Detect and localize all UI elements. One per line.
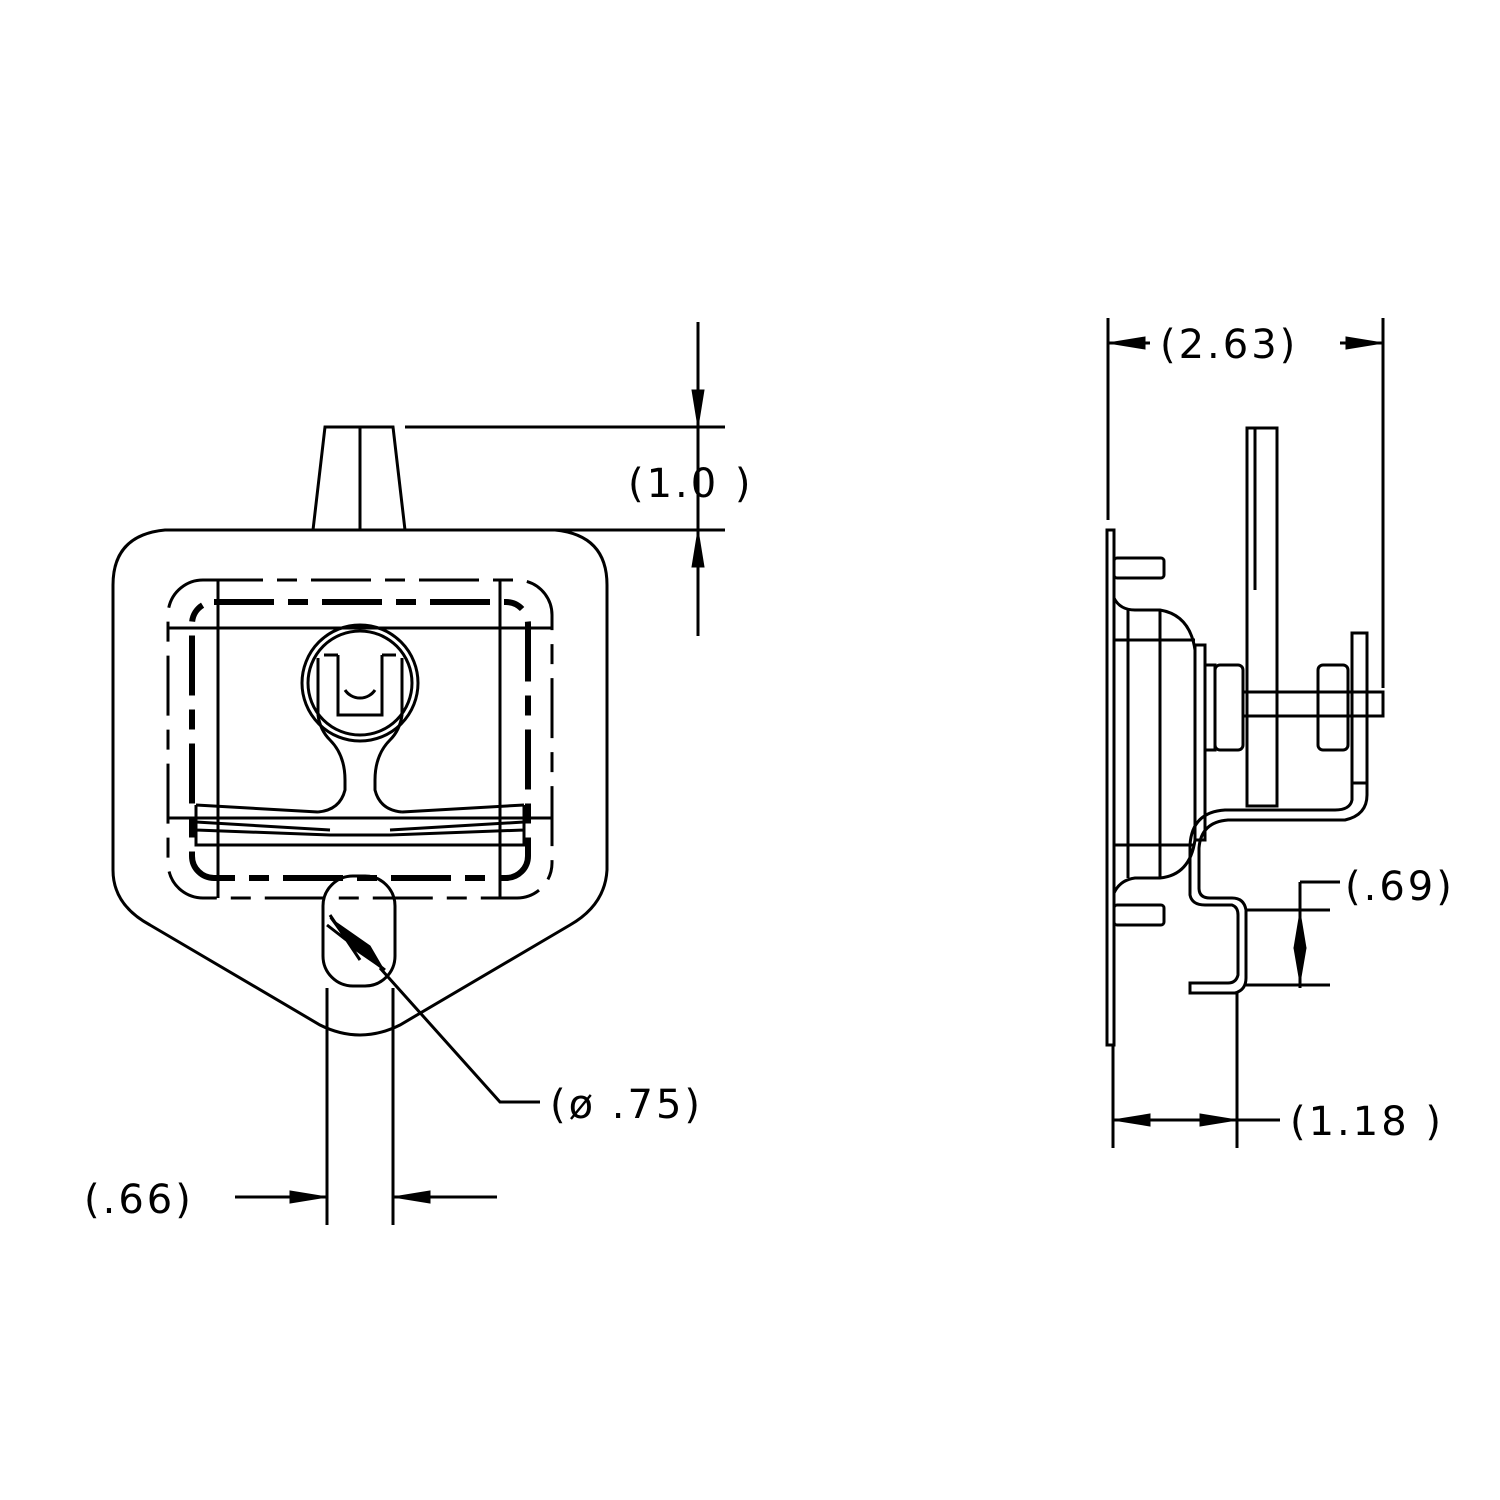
stem xyxy=(311,425,407,531)
housing-lines xyxy=(1114,610,1195,878)
cam-plate xyxy=(1245,426,1279,808)
recess-lines xyxy=(168,580,552,898)
arrow-up-icon xyxy=(1293,911,1307,949)
arrow-left-icon xyxy=(392,1190,431,1204)
dim-hole-width: (.66) xyxy=(84,1177,194,1223)
extension-lines xyxy=(1246,908,1330,987)
arrow-down-icon xyxy=(1293,947,1307,984)
recess-outer xyxy=(166,578,554,900)
housing xyxy=(1112,597,1197,894)
t-handle-bar xyxy=(194,803,526,847)
stud-bottom xyxy=(1112,903,1166,927)
diameter-leader xyxy=(378,966,540,1104)
dim-bracket-offset: (.69) xyxy=(1345,864,1455,910)
handle-hub-inner xyxy=(306,629,414,737)
latch-body-outline xyxy=(111,528,609,1037)
front-view: (1.0 ) (ø .75) (.66) xyxy=(84,322,754,1225)
arrow-left-icon xyxy=(1107,336,1146,350)
arrow-left-icon xyxy=(1112,1113,1151,1127)
recess-inner xyxy=(189,599,531,881)
nut-1 xyxy=(1213,663,1245,752)
dim-bracket-depth: (1.18 ) xyxy=(1290,1099,1444,1145)
arrow-right-icon xyxy=(1199,1113,1238,1127)
handle-pin xyxy=(343,689,377,700)
dim-hole-diameter: (ø .75) xyxy=(550,1082,703,1128)
arrow-right-icon xyxy=(1345,336,1384,350)
arrow-right-icon xyxy=(289,1190,328,1204)
lock-hole xyxy=(321,874,397,988)
nut-2 xyxy=(1316,663,1350,752)
stud-top xyxy=(1112,556,1166,580)
bracket-tab xyxy=(1350,631,1369,785)
dim-overall-depth: (2.63) xyxy=(1160,322,1298,368)
handle-clevis xyxy=(324,653,396,717)
diameter-arrow xyxy=(329,917,385,971)
arrow-up-icon xyxy=(691,529,705,568)
side-view: (2.63) (.69) (1.18 ) xyxy=(1105,318,1455,1148)
handle-hub xyxy=(300,623,420,743)
dim-leader xyxy=(1298,880,1340,988)
z-bracket xyxy=(1188,783,1369,995)
dim-stem-height: (1.0 ) xyxy=(628,461,754,507)
mounting-flange xyxy=(1105,528,1116,1047)
hole-extension-lines xyxy=(325,988,395,1225)
extension-lines xyxy=(1106,318,1385,688)
arrow-down-icon xyxy=(691,389,705,428)
handle-neck xyxy=(316,658,404,814)
shaft-end xyxy=(1365,690,1385,718)
extension-lines xyxy=(1111,993,1239,1148)
